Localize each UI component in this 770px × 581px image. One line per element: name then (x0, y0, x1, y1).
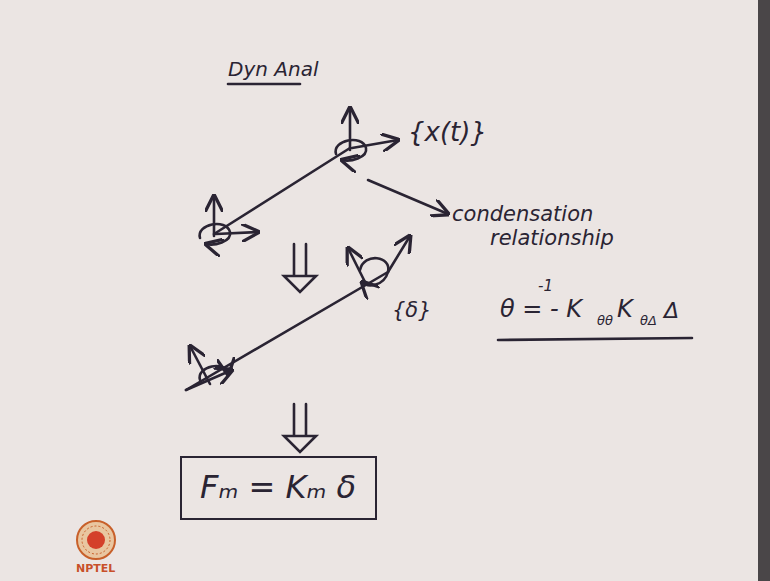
boxed-equation: Fₘ = Kₘ δ (180, 456, 377, 520)
dof-arrow (388, 236, 410, 272)
dof-arrow (348, 248, 366, 284)
implies-arrow (284, 404, 316, 452)
dof-arrow (213, 196, 216, 236)
leader-arrow (368, 180, 448, 214)
exponent: -1 (538, 278, 553, 295)
equation-text: Fₘ = Kₘ δ (200, 470, 357, 505)
rotation-arrow (360, 258, 388, 285)
subscript: θΔ (640, 314, 657, 329)
dark-edge (758, 0, 770, 581)
formula-part: Δ (664, 298, 679, 323)
rotation-arrow (200, 224, 231, 244)
nptel-logo (77, 521, 115, 559)
logo-text: NPTEL (76, 563, 115, 576)
dof-arrow (349, 108, 352, 150)
beam-element (214, 148, 350, 234)
rotation-arrow (200, 366, 228, 380)
beam-element (186, 272, 388, 390)
formula-part: K (617, 296, 633, 324)
vector-label: {δ} (392, 298, 432, 322)
implies-arrow (284, 244, 316, 292)
underline (498, 338, 692, 340)
formula-part: θ = - K (500, 296, 582, 324)
underline (228, 83, 300, 86)
dof-arrow (216, 232, 258, 234)
subscript: θθ (597, 314, 613, 329)
heading-note: Dyn Anal (228, 58, 318, 81)
note-text: condensation relationship (452, 202, 680, 250)
vector-label: {x(t)} (408, 118, 487, 148)
rotation-arrow (336, 140, 367, 160)
